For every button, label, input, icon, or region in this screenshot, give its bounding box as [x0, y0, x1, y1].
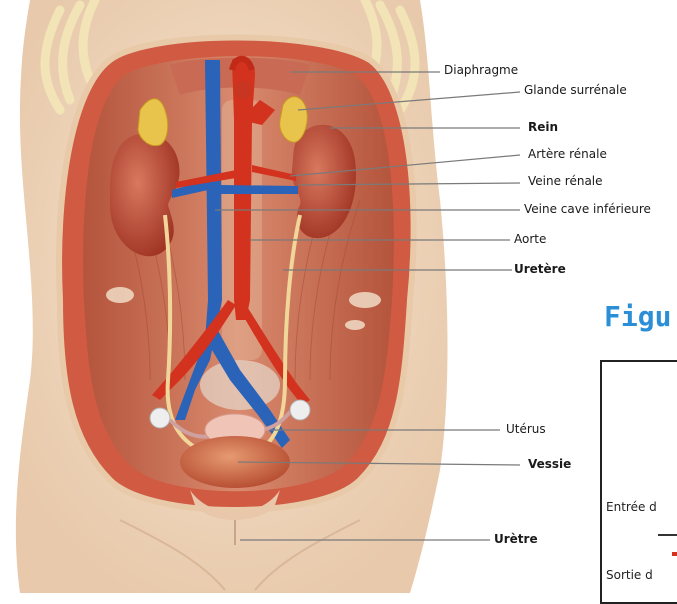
label-aorte: Aorte — [514, 232, 546, 246]
label-glande-surrenale: Glande surrénale — [524, 83, 627, 97]
label-uterus: Utérus — [506, 422, 546, 436]
inset-entree-line — [658, 534, 677, 536]
label-rein: Rein — [528, 120, 558, 134]
label-uretere: Uretère — [514, 262, 566, 276]
celiac-trunk — [234, 81, 252, 99]
inset-arrow-mark — [672, 552, 677, 556]
right-renal-vein — [220, 185, 298, 194]
figure-title-fragment: Figu — [604, 300, 671, 333]
label-veine-cave: Veine cave inférieure — [524, 202, 651, 216]
inset-entree-label: Entrée d — [606, 500, 657, 514]
inset-sortie-label: Sortie d — [606, 568, 653, 582]
label-diaphragme: Diaphragme — [444, 63, 518, 77]
inset-panel: Entrée d Sortie d — [600, 360, 677, 604]
label-vessie: Vessie — [528, 457, 571, 471]
label-uretre: Urètre — [494, 532, 538, 546]
label-artere-renale: Artère rénale — [528, 147, 607, 161]
right-adrenal — [280, 97, 308, 143]
label-veine-renale: Veine rénale — [528, 174, 603, 188]
